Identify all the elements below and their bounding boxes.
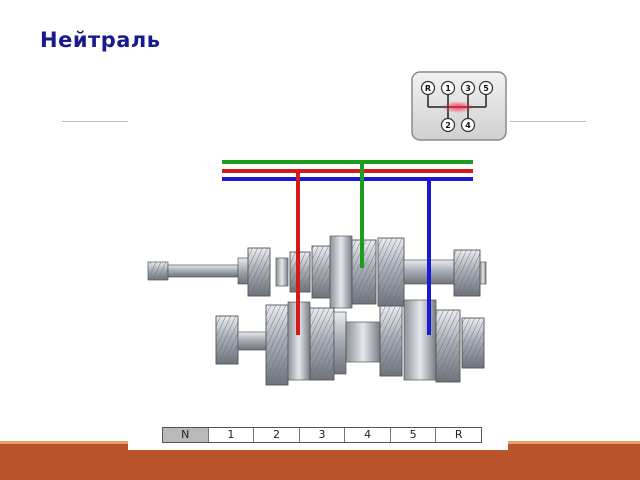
shift-label-5: 5: [483, 84, 489, 93]
shift-pattern-indicator: R 1 3 5 2 4: [411, 71, 507, 141]
input-shaft: [147, 257, 253, 285]
gear-cell-3: 3: [300, 428, 346, 442]
divider-left: [62, 121, 128, 122]
page-title: Нейтраль: [40, 28, 161, 52]
divider-right: [510, 121, 586, 122]
shift-label-r: R: [425, 84, 431, 93]
shift-label-1: 1: [445, 84, 451, 93]
shift-rails: [222, 160, 473, 181]
shift-label-2: 2: [445, 121, 451, 130]
shift-position-5: [478, 80, 494, 96]
shift-position-1: [440, 80, 456, 96]
shift-label-4: 4: [465, 121, 471, 130]
gear-cell-4: 4: [345, 428, 391, 442]
gear-cell-5: 5: [391, 428, 437, 442]
gearbox-diagram: [147, 160, 487, 386]
gear-indicator-bar: N 1 2 3 4 5 R: [162, 427, 482, 443]
gear-cell-2: 2: [254, 428, 300, 442]
shift-position-2: [440, 117, 456, 133]
neutral-highlight: [442, 101, 474, 113]
gear-cell-1: 1: [209, 428, 255, 442]
shift-forks: [296, 162, 431, 335]
main-shaft-gears: [247, 235, 487, 309]
shift-position-4: [460, 117, 476, 133]
counter-shaft-gears: [215, 299, 485, 386]
shift-position-3: [460, 80, 476, 96]
shift-position-r: [420, 80, 436, 96]
shift-label-3: 3: [465, 84, 471, 93]
gear-cell-n: N: [163, 428, 209, 442]
gear-cell-r: R: [454, 428, 463, 441]
